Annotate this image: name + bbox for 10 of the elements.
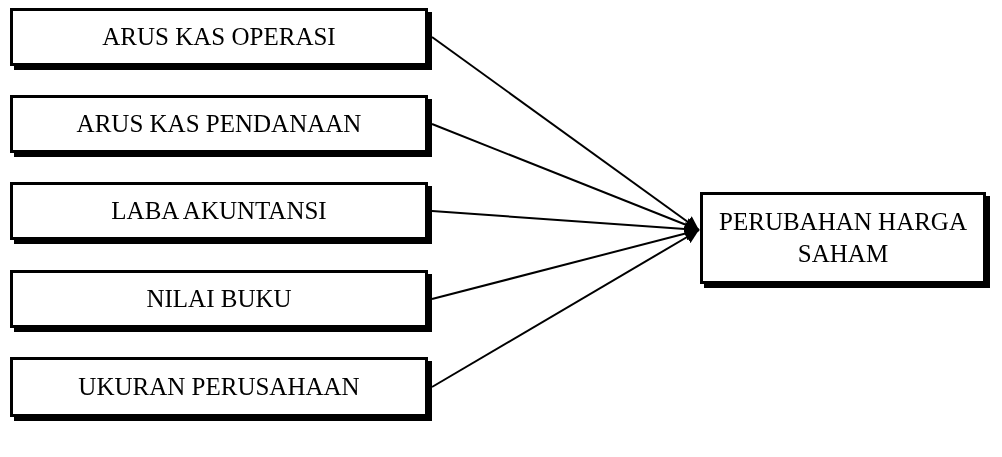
box-label: ARUS KAS PENDANAAN — [76, 108, 362, 139]
box-label: NILAI BUKU — [146, 283, 292, 314]
box-label: ARUS KAS OPERASI — [102, 21, 336, 52]
arrow — [431, 36, 700, 231]
arrow — [431, 226, 700, 300]
arrow — [431, 123, 700, 232]
box-label: LABA AKUNTANSI — [111, 195, 327, 226]
box-label: UKURAN PERUSAHAAN — [78, 371, 360, 402]
box-label: PERUBAHAN HARGA SAHAM — [718, 206, 968, 269]
arrow — [431, 229, 700, 388]
